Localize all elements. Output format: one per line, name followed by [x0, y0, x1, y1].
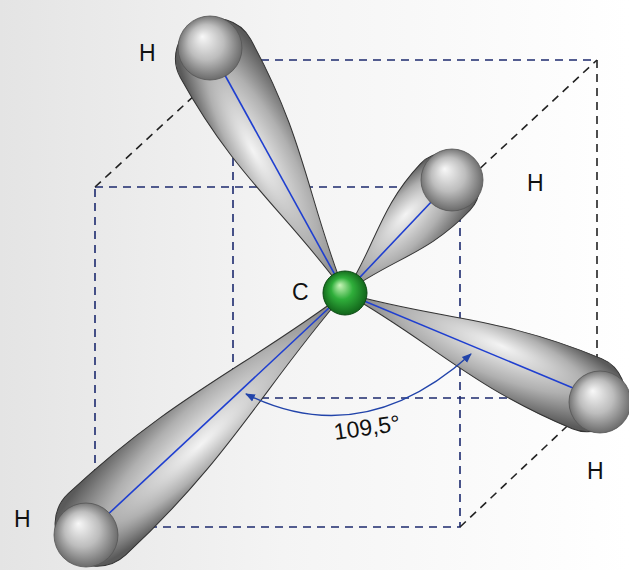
atom-label: H — [14, 508, 31, 531]
angle-arc — [246, 354, 471, 416]
orbital-lobes — [38, 4, 629, 570]
hydrogen-atom — [569, 371, 629, 433]
hydrogen-atom — [178, 16, 242, 80]
atom-label: H — [139, 42, 156, 65]
orbital-lobe — [330, 258, 629, 443]
bond-axis — [345, 293, 597, 398]
hydrogen-atom — [421, 149, 483, 211]
atom-label: H — [587, 460, 604, 483]
cube-edge — [233, 59, 597, 61]
hydrogen-atom — [54, 503, 118, 567]
hydrogen-atoms — [54, 16, 629, 567]
bond-axis — [210, 48, 345, 293]
cube-edge — [596, 60, 598, 398]
atom-label: C — [292, 281, 309, 304]
carbon-atom — [323, 271, 367, 315]
orbital-lobe — [161, 4, 380, 312]
bond-axes — [88, 48, 597, 533]
orbital-lobe — [320, 139, 493, 317]
orbital-lobe — [38, 262, 374, 570]
angle-label: 109,5° — [332, 412, 401, 444]
atom-label: H — [527, 172, 544, 195]
